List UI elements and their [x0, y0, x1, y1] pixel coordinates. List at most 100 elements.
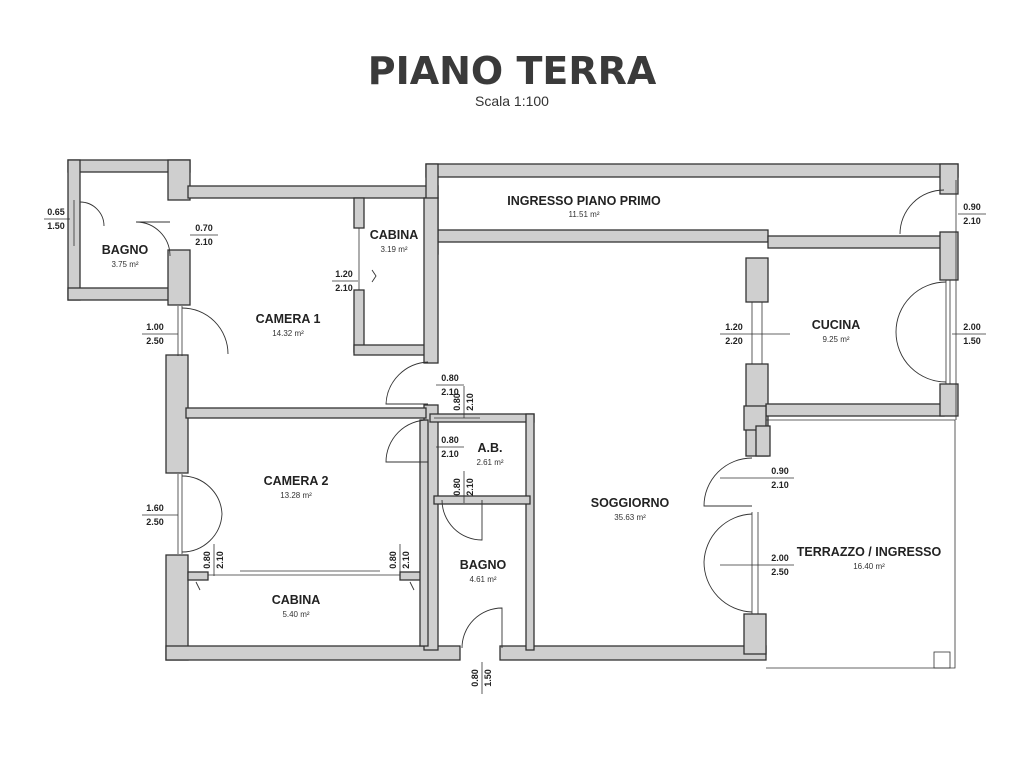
wall — [419, 419, 429, 647]
dim-height: 2.10 — [441, 387, 459, 397]
dim-width: 0.80 — [388, 551, 398, 569]
dim-height: 2.10 — [771, 480, 789, 490]
dim-height: 1.50 — [963, 336, 981, 346]
dim-bagno-1-window: 0.65 1.50 — [44, 207, 70, 231]
room-name-terrazzo-ingresso: TERRAZZO / INGRESSO — [797, 545, 942, 559]
room-area-bagno-2: 4.61 m² — [469, 575, 496, 584]
room-name-cabina-2: CABINA — [272, 593, 321, 607]
room-area-camera-1: 14.32 m² — [272, 329, 304, 338]
room-area-ingresso-piano-primo: 11.51 m² — [569, 210, 600, 219]
wall — [765, 403, 945, 417]
dim-height: 1.50 — [47, 221, 65, 231]
dim-width: 0.80 — [441, 435, 459, 445]
dim-camera-1-window: 1.00 2.50 — [142, 322, 178, 346]
dim-width: 0.90 — [771, 466, 789, 476]
dim-width: 0.80 — [452, 478, 462, 496]
dim-height: 2.20 — [725, 336, 743, 346]
wall — [755, 425, 771, 457]
room-area-bagno-1: 3.75 m² — [111, 260, 138, 269]
dim-ab-door-bottom: 0.80 2.10 — [452, 471, 475, 503]
dim-width: 2.00 — [771, 553, 789, 563]
wall — [165, 645, 461, 661]
dim-width: 0.70 — [195, 223, 213, 233]
wall — [185, 407, 427, 419]
room-area-camera-2: 13.28 m² — [280, 491, 312, 500]
dim-width: 1.60 — [146, 503, 164, 513]
dim-width: 0.90 — [963, 202, 981, 212]
opening-dimensions-vertical: 0.80 2.10 0.80 2.10 0.80 2.10 0.80 2.10 … — [202, 386, 493, 694]
room-labels: BAGNO 3.75 m² CABINA 3.19 m² INGRESSO PI… — [102, 194, 942, 619]
dim-width: 1.00 — [146, 322, 164, 332]
dim-cabina-2-door-left: 0.80 2.10 — [202, 544, 225, 576]
scale-label: Scala 1:100 — [475, 93, 549, 109]
dim-ingresso-door: 0.90 2.10 — [958, 202, 986, 226]
wall — [423, 197, 439, 364]
dim-height: 2.10 — [441, 449, 459, 459]
wall — [939, 383, 959, 417]
room-area-cabina-2: 5.40 m² — [282, 610, 309, 619]
dim-height: 1.50 — [483, 669, 493, 687]
room-name-camera-2: CAMERA 2 — [264, 474, 329, 488]
wall — [187, 185, 439, 199]
opening-dimensions: 0.65 1.50 0.70 2.10 1.20 2.10 1.00 2.50 … — [44, 202, 986, 577]
dim-bagno-2-window: 0.80 1.50 — [470, 662, 493, 694]
terrazzo-outline — [766, 180, 957, 669]
room-name-ab: A.B. — [478, 441, 503, 455]
wall — [425, 163, 959, 178]
dim-width: 2.00 — [963, 322, 981, 332]
dim-height: 2.10 — [963, 216, 981, 226]
wall — [167, 249, 191, 306]
room-name-bagno-2: BAGNO — [460, 558, 507, 572]
dim-camera-2-door: 0.80 2.10 — [436, 435, 464, 459]
room-name-cabina-1: CABINA — [370, 228, 419, 242]
wall — [165, 354, 189, 474]
room-name-bagno-1: BAGNO — [102, 243, 149, 257]
dim-width: 0.80 — [202, 551, 212, 569]
room-area-terrazzo-ingresso: 16.40 m² — [853, 562, 885, 571]
dim-height: 2.50 — [771, 567, 789, 577]
wall — [743, 613, 767, 655]
dim-bagno-1-door: 0.70 2.10 — [190, 223, 218, 247]
dim-width: 1.20 — [725, 322, 743, 332]
room-name-soggiorno: SOGGIORNO — [591, 496, 670, 510]
wall — [165, 554, 189, 661]
dim-cabina-2-door-right: 0.80 2.10 — [388, 544, 411, 576]
dim-width: 0.80 — [441, 373, 459, 383]
dim-width: 0.80 — [452, 393, 462, 411]
dim-cucina-window: 2.00 1.50 — [952, 322, 986, 346]
dim-height: 2.10 — [215, 551, 225, 569]
dim-ab-door-top: 0.80 2.10 — [452, 386, 475, 418]
wall — [437, 229, 769, 243]
wall — [939, 231, 959, 281]
wall — [499, 645, 767, 661]
dim-height: 2.50 — [146, 517, 164, 527]
room-area-ab: 2.61 m² — [476, 458, 503, 467]
room-area-cucina: 9.25 m² — [822, 335, 849, 344]
dim-height: 2.10 — [401, 551, 411, 569]
dim-width: 0.65 — [47, 207, 65, 217]
wall — [167, 159, 191, 201]
dim-height: 2.50 — [146, 336, 164, 346]
room-name-cucina: CUCINA — [812, 318, 861, 332]
dim-terrazzo-door: 2.00 2.50 — [720, 553, 794, 577]
dim-cabina-1-door: 1.20 2.10 — [332, 269, 358, 293]
terrazzo-post — [933, 651, 951, 669]
dim-soggiorno-door: 0.90 2.10 — [720, 466, 794, 490]
room-name-ingresso-piano-primo: INGRESSO PIANO PRIMO — [507, 194, 661, 208]
openings — [73, 189, 951, 649]
dim-camera-1-door: 0.80 2.10 — [436, 373, 464, 397]
wall — [353, 344, 431, 356]
dim-height: 2.10 — [465, 478, 475, 496]
wall — [745, 257, 769, 303]
room-area-cabina-1: 3.19 m² — [380, 245, 407, 254]
wall — [187, 571, 209, 581]
wall — [353, 197, 365, 229]
wall — [525, 413, 535, 651]
dim-height: 2.10 — [465, 393, 475, 411]
plan-title: PIANO TERRA — [368, 49, 657, 93]
wall — [767, 235, 945, 249]
wall — [939, 163, 959, 195]
dim-cucina-passage: 1.20 2.20 — [720, 322, 790, 346]
room-area-soggiorno: 35.63 m² — [614, 513, 646, 522]
